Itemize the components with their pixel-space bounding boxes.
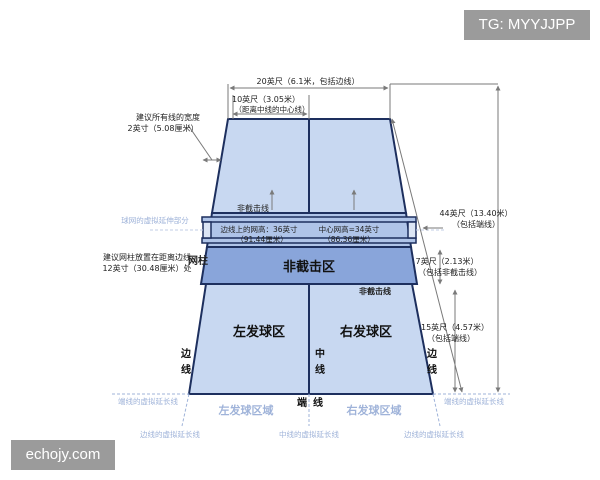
half-width-label: 10英尺（3.05米）: [232, 94, 300, 104]
kitchen-depth-label-2: （包括非截击线）: [418, 267, 482, 277]
net-bottom-bar: [201, 237, 417, 244]
sideline-right-char-1: 边: [426, 347, 438, 360]
baseline-char-1: 端: [297, 396, 307, 409]
right-service-area-label: 右发球区域: [346, 403, 402, 417]
centerline-ext-label: 中线的虚拟延长线: [279, 429, 339, 439]
left-service-area-label: 左发球区域: [218, 403, 274, 417]
left-service-label: 左发球区: [233, 324, 285, 340]
net-post-label: 网柱: [188, 254, 208, 267]
post-place-label-2: 12英寸（30.48厘米）处: [102, 263, 191, 273]
near-court-area: [187, 283, 435, 395]
center-net-height-metric: （86.36厘米）: [323, 234, 374, 244]
watermark-bottom: echojy.com: [11, 440, 115, 470]
sideline-right-char-2: 线: [427, 363, 437, 376]
nvz-line-top-label: 非截击线: [237, 203, 269, 213]
total-width-label: 20英尺（6.1米，包括边线）: [257, 76, 360, 86]
length-total-label-2: （包括端线）: [452, 219, 500, 229]
net-virtual-label: 球网的虚拟延伸部分: [121, 215, 189, 225]
nvz-line-bottom-label: 非截击线: [359, 286, 391, 296]
sideline-left-char-1: 边: [180, 347, 192, 360]
baseline-ext-right-label: 端线的虚拟延长线: [444, 396, 504, 406]
length-total-label-1: 44英尺（13.40米）: [439, 208, 512, 218]
line-width-label-1: 建议所有线的宽度: [136, 112, 200, 122]
kitchen-depth-label-1: 7英尺（2.13米）: [416, 256, 479, 266]
watermark-top: TG: MYYJJPP: [464, 10, 590, 40]
service-depth-label-2: （包括端线）: [427, 333, 475, 343]
sideline-ext-right-label: 边线的虚拟延长线: [404, 429, 464, 439]
line-width-leader: [187, 124, 213, 161]
right-service-label: 右发球区: [339, 324, 392, 340]
center-net-height-label: 中心网高=34英寸: [319, 224, 380, 234]
sideline-left-char-2: 线: [181, 363, 191, 376]
half-width-note: （距离中线的中心线）: [235, 104, 310, 114]
service-depth-label-1: 15英尺（4.57米）: [421, 322, 489, 332]
sideline-ext-right-line: [432, 393, 441, 427]
dim-line-lengthdiag: [390, 118, 464, 393]
sideline-ext-left-line: [181, 393, 190, 427]
sideline-ext-left-label: 边线的虚拟延长线: [140, 429, 200, 439]
centerline-char-2: 线: [315, 363, 325, 376]
centerline-char-1: 中: [315, 347, 325, 360]
non-volley-zone-label: 非截击区: [283, 259, 335, 275]
baseline-ext-left-label: 端线的虚拟延长线: [118, 396, 178, 406]
sideline-net-height-metric: （91.44厘米）: [236, 234, 287, 244]
baseline-char-2: 线: [313, 396, 323, 409]
line-width-label-2: 2英寸（5.08厘米）: [128, 123, 199, 133]
net-top-bar: [201, 216, 417, 223]
net-post-left: [202, 221, 212, 239]
post-place-label-1: 建议网柱放置在距离边线: [103, 252, 191, 262]
net-post-right: [407, 221, 417, 239]
sideline-net-height-label: 边线上的网高：36英寸: [220, 224, 298, 234]
